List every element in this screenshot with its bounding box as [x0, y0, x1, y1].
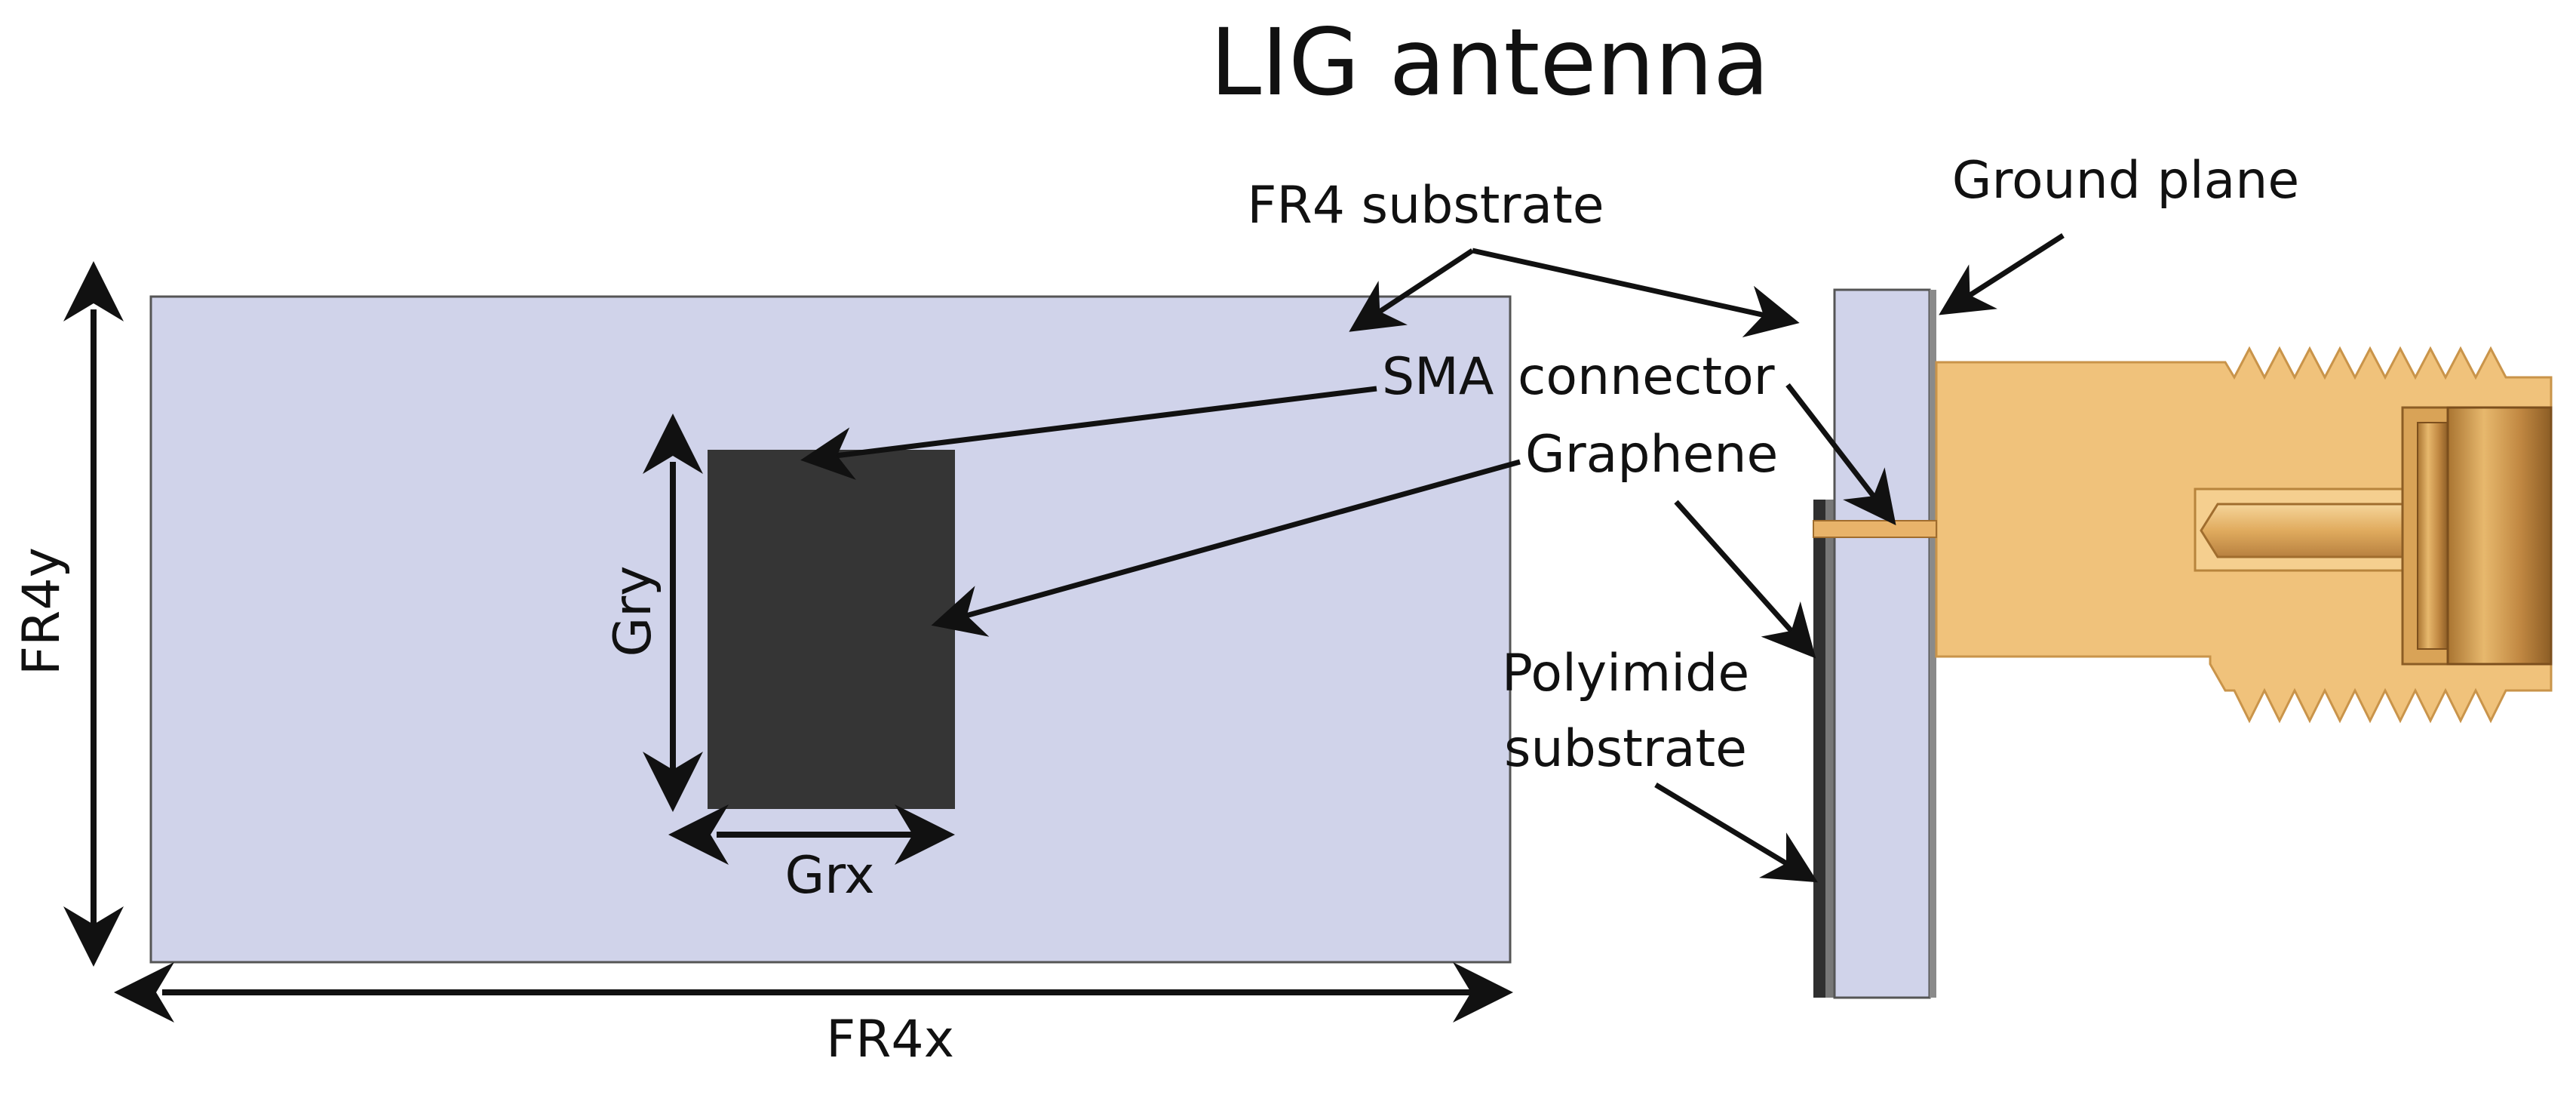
sma-connector [1813, 346, 2553, 724]
fr4-arrow-side [1472, 248, 1800, 338]
connector-label: connector [1518, 347, 1775, 407]
grx-label: Grx [784, 846, 874, 906]
sma-arrow-side [1785, 383, 1896, 526]
coupling-nut-ring [2417, 422, 2449, 650]
sma-arrow-front [800, 386, 1377, 480]
fr4x-label: FR4x [826, 1010, 954, 1069]
gry-label: Gry [603, 566, 663, 657]
feed-pin [1813, 520, 1937, 538]
graphene-label: Graphene [1525, 425, 1778, 484]
fr4-side-view [1833, 288, 1931, 999]
fr4-arrow-front [1349, 248, 1474, 332]
ground-plane-arrow [1939, 233, 2065, 315]
diagram-title: LIG antenna [1210, 9, 1770, 116]
graphene-patch [708, 450, 955, 809]
sma-label: SMA [1382, 347, 1494, 407]
polyimide-label-line1: Polyimide [1502, 644, 1749, 703]
ground-plane [1930, 290, 1936, 998]
coupling-nut-face [2446, 406, 2553, 666]
center-pin [2200, 503, 2419, 558]
fr4-substrate-label: FR4 substrate [1247, 176, 1604, 235]
fr4y-label: FR4y [12, 547, 72, 675]
graphene-arrow-side [1674, 500, 1816, 659]
ground-plane-label: Ground plane [1952, 151, 2299, 211]
graphene-side-layer [1825, 500, 1835, 998]
polyimide-arrow [1654, 783, 1818, 883]
graphene-arrow-front [931, 459, 1521, 637]
polyimide-label-line2: substrate [1504, 719, 1747, 779]
